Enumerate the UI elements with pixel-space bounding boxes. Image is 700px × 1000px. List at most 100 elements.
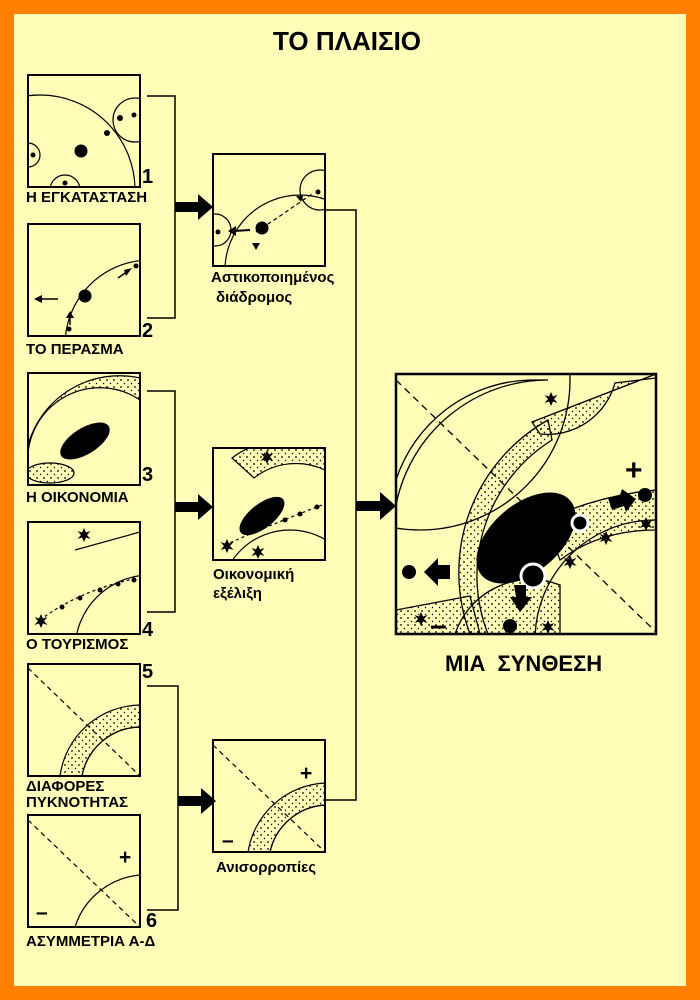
panel-label-urban-corridor: Αστικοποιημένος (211, 269, 335, 286)
economy-core (60, 422, 110, 460)
minus-sign: – (36, 901, 48, 924)
passage-town (66, 326, 72, 332)
synthesis-star-icon (544, 392, 558, 406)
plus-sign: + (119, 846, 132, 869)
flow-arrows (175, 194, 396, 814)
bracket-1-2 (147, 95, 176, 319)
passage-arrowhead (34, 295, 42, 303)
evolution-town (282, 517, 288, 523)
panel-settlement (27, 74, 141, 188)
synthesis-label: ΜΙΑ ΣΥΝΘΕΣΗ (445, 651, 603, 676)
synthesis-town (503, 619, 517, 633)
synthesis-core (476, 492, 576, 584)
economy-band (28, 375, 140, 465)
panel-number: 1 (142, 166, 154, 188)
density-diagonal (28, 667, 140, 776)
evolution-band (231, 448, 325, 479)
synthesis-town-ring (519, 562, 547, 590)
minus-sign: – (430, 609, 447, 642)
panel-number: 4 (142, 619, 154, 641)
connector-corridor (325, 209, 357, 801)
corridor-arc (213, 213, 232, 247)
panel-label-settlement: Η ΕΓΚΑΤΑΣΤΑΣΗ (26, 189, 148, 206)
economy-band (28, 462, 75, 484)
density-band (59, 704, 140, 776)
density-arc (81, 726, 140, 776)
synthesis-star-icon (563, 555, 577, 569)
passage-town-large (78, 289, 92, 303)
panel-label-passage: ΤΟ ΠΕΡΑΣΜΑ (26, 341, 124, 358)
panel-frame (27, 372, 141, 486)
panel-number: 6 (146, 910, 158, 932)
panel-label-economic-evolution: εξέλιξη (213, 585, 262, 602)
synthesis-arc (396, 374, 571, 531)
settlement-town (104, 130, 110, 136)
panel-frame (212, 153, 326, 267)
asymmetry-arc (74, 874, 140, 927)
evolution-town (314, 504, 320, 510)
panel-economy (27, 372, 141, 486)
corridor-arrowhead (228, 226, 236, 236)
bracket-5-6 (147, 685, 179, 911)
panel-label-imbalances: Ανισορροπίες (216, 859, 317, 876)
flow-arrow-2 (175, 494, 213, 520)
tourism-town (131, 577, 137, 583)
plus-sign: + (300, 762, 313, 785)
corridor-town (215, 229, 221, 235)
panel-label-economy: Η ΟΙΚΟΝΟΜΙΑ (26, 489, 129, 506)
passage-arrowhead (66, 311, 74, 318)
panel-frame (27, 74, 141, 188)
tourism-town (97, 587, 103, 593)
panel-label-density: ΠΥΚΝΟΤΗΤΑΣ (26, 794, 129, 811)
panel-number: 3 (142, 464, 154, 486)
corridor-town (315, 189, 321, 195)
plus-sign: + (625, 454, 643, 487)
panel-density (27, 663, 141, 777)
panel-tourism (27, 521, 141, 635)
panel-frame (27, 663, 141, 777)
passage-town (133, 263, 139, 269)
panel-number: 2 (142, 320, 154, 342)
panel-asymmetry (27, 814, 141, 928)
panel-frame (212, 447, 326, 561)
panel-label-economic-evolution: Οικονομική (213, 566, 295, 583)
settlement-town (131, 112, 137, 118)
corridor-arrow (233, 229, 251, 232)
synthesis-town (638, 488, 652, 502)
tourism-star-icon (77, 528, 91, 542)
panel-label-density: ΔΙΑΦΟΡΕΣ (26, 778, 105, 795)
settlement-arc-large (28, 94, 136, 187)
panel-frame (27, 814, 141, 928)
flow-arrow-3 (178, 788, 216, 814)
tourism-town (77, 595, 83, 601)
settlement-town (117, 115, 123, 121)
imbalance-arc (269, 804, 325, 852)
panel-label-asymmetry: ΑΣΥΜΜΕΤΡΙΑ Α-Δ (26, 933, 156, 950)
bracket-3-4 (147, 390, 176, 613)
panel-label-urban-corridor: διάδρομος (216, 289, 293, 306)
corridor-arc (224, 194, 325, 266)
tourism-town (115, 581, 121, 587)
settlement-arc-right (112, 97, 140, 143)
panel-label-tourism: Ο ΤΟΥΡΙΣΜΟΣ (26, 636, 129, 653)
page-title: ΤΟ ΠΛΑΙΣΙΟ (273, 26, 422, 56)
corridor-arrowhead (296, 196, 303, 202)
settlement-town (62, 180, 68, 186)
panel-imbalances (212, 739, 326, 853)
flow-arrow-synthesis (356, 492, 396, 520)
panel-frame (27, 223, 141, 337)
synthesis-town-ring (570, 513, 590, 533)
corridor-arc (299, 169, 325, 211)
synthesis-arrow-east (608, 489, 636, 512)
panel-frame (212, 739, 326, 853)
tourism-coastline (74, 531, 140, 551)
passage-arrowhead (124, 268, 132, 276)
flow-arrow-1 (175, 194, 213, 220)
synthesis-town (402, 565, 416, 579)
evolution-route (224, 504, 323, 546)
evolution-town (297, 511, 303, 517)
synthesis-band-southwest (396, 595, 481, 634)
tourism-route (39, 577, 139, 621)
panel-urban-corridor (212, 153, 326, 267)
